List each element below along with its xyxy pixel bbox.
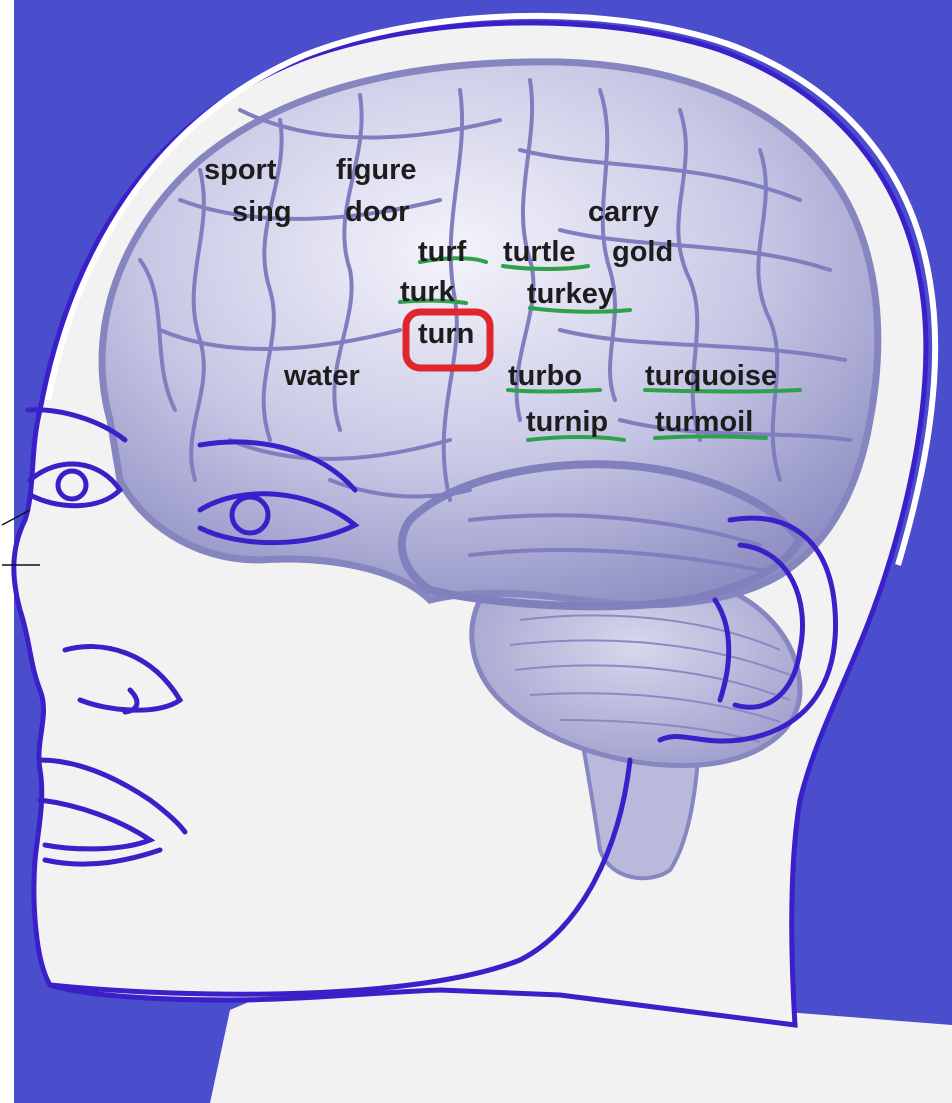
word-water: water [284, 362, 360, 391]
word-carry: carry [588, 198, 659, 227]
word-turquoise: turquoise [645, 362, 777, 391]
left-white-strip [0, 0, 14, 1103]
word-door: door [345, 198, 409, 227]
word-figure: figure [336, 156, 417, 185]
word-turn: turn [418, 320, 474, 349]
word-turk: turk [400, 278, 455, 307]
word-turtle: turtle [503, 238, 576, 267]
word-sing: sing [232, 198, 292, 227]
word-turnip: turnip [526, 408, 608, 437]
word-turbo: turbo [508, 362, 582, 391]
word-turkey: turkey [527, 280, 614, 309]
word-turmoil: turmoil [655, 408, 753, 437]
word-sport: sport [204, 156, 277, 185]
word-turf: turf [418, 238, 466, 267]
word-gold: gold [612, 238, 673, 267]
